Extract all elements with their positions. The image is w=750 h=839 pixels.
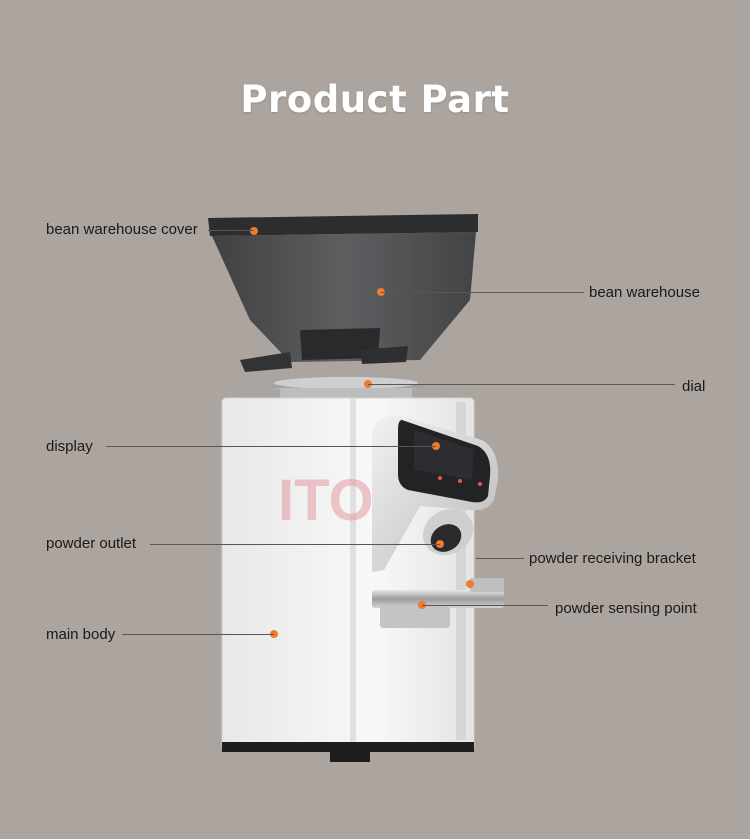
dial-shape: [272, 377, 420, 398]
label-powder-outlet: powder outlet: [46, 535, 137, 552]
powder-receiving-bracket-shape: [372, 578, 504, 628]
page-title: Product Part: [240, 78, 510, 121]
leader-powder-sensing-point: [422, 605, 548, 606]
leader-display: [106, 446, 436, 447]
label-display: display: [46, 438, 93, 455]
leader-main-body: [122, 634, 274, 635]
label-dial: dial: [682, 378, 706, 395]
leader-bean-warehouse: [381, 292, 584, 293]
label-bean-warehouse: bean warehouse: [589, 284, 700, 301]
leader-dial: [368, 384, 675, 385]
bean-warehouse-cover-shape: [208, 214, 478, 236]
bean-warehouse-shape: [212, 232, 476, 372]
label-bean-warehouse-cover: bean warehouse cover: [46, 221, 198, 238]
label-powder-receiving-bracket: powder receiving bracket: [529, 550, 696, 567]
leader-bean-warehouse-cover: [208, 230, 254, 231]
display-housing-shape: [372, 415, 499, 572]
label-powder-sensing-point: powder sensing point: [555, 600, 697, 617]
leader-powder-receiving-bracket: [476, 558, 524, 559]
leader-powder-outlet: [150, 544, 440, 545]
label-main-body: main body: [46, 626, 116, 643]
